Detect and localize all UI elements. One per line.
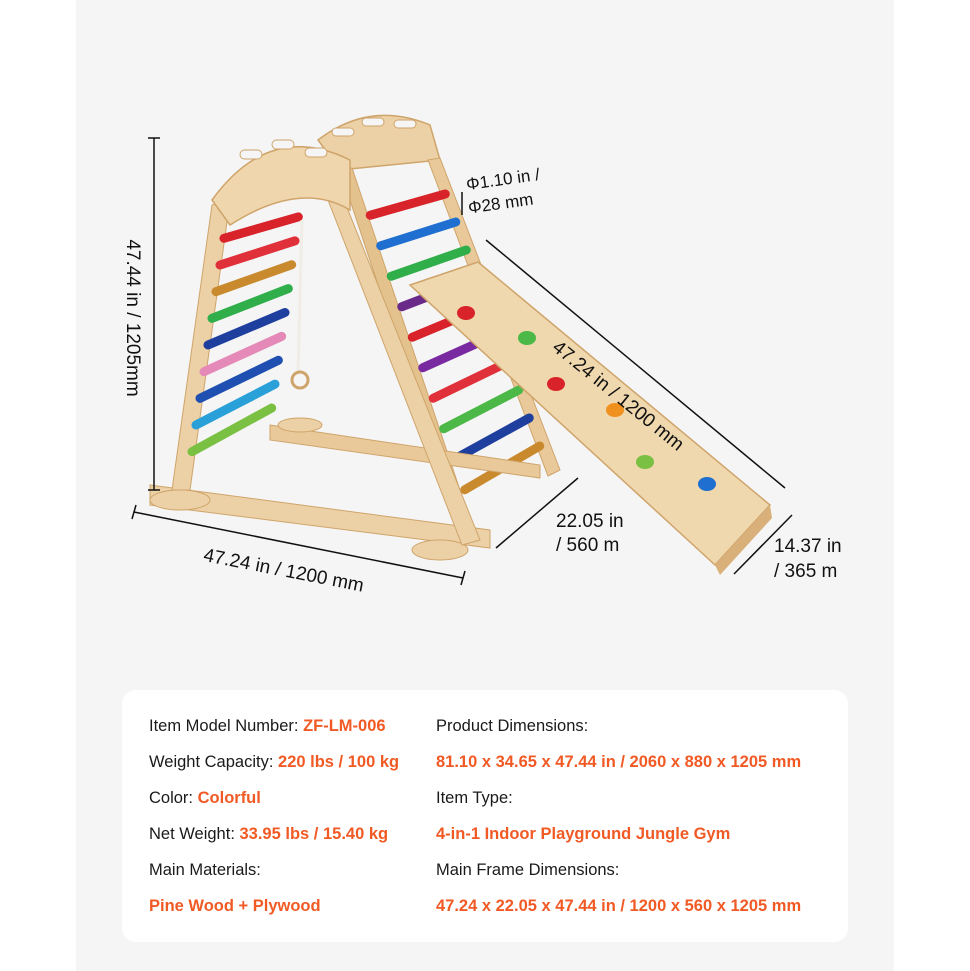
- base-bar-back: [269, 424, 541, 479]
- hold-green-2: [636, 455, 654, 469]
- rope-ring: [290, 370, 310, 390]
- ramp-width-label-line1: 14.37 in: [774, 536, 842, 557]
- ramp-edge: [715, 505, 772, 575]
- hold-orange: [606, 403, 624, 417]
- spec-frame-dim-value: 47.24 x 22.05 x 47.44 in / 1200 x 560 x …: [436, 897, 802, 915]
- spec-materials-label: Main Materials:: [149, 861, 261, 879]
- front-handle-3: [304, 147, 328, 158]
- hold-red: [457, 306, 475, 320]
- spec-color-value: Colorful: [197, 789, 261, 807]
- front-rung-2: [215, 236, 300, 270]
- hold-green-1: [518, 331, 536, 345]
- front-rung-5: [203, 308, 290, 350]
- front-rung-3: [211, 260, 297, 297]
- ramp-width-dim-line: [733, 514, 793, 575]
- back-handle-1: [331, 127, 355, 137]
- spec-model-label: Item Model Number:: [149, 717, 299, 735]
- spec-product-dim-value: 81.10 x 34.65 x 47.44 in / 2060 x 880 x …: [436, 753, 802, 771]
- front-rung-7: [195, 355, 283, 403]
- back-rung-1: [365, 189, 450, 220]
- back-rung-9: [449, 413, 534, 464]
- spec-net-weight-label: Net Weight:: [149, 825, 235, 843]
- ramp-length-dim-line: [485, 239, 786, 489]
- foot-front-left: [149, 489, 211, 511]
- width-dim-line: [133, 511, 464, 579]
- front-rung-9: [187, 403, 277, 457]
- rope: [296, 219, 304, 376]
- foot-back: [277, 417, 323, 433]
- back-handle-3: [393, 119, 417, 129]
- front-handle-2: [271, 139, 295, 150]
- depth-dim-line: [495, 477, 579, 549]
- spec-net-weight-value: 33.95 lbs / 15.40 kg: [239, 825, 389, 843]
- front-rung-4: [207, 284, 293, 323]
- spec-model: Item Model Number: ZF-LM-006: [149, 715, 386, 737]
- front-top-board: [211, 145, 351, 227]
- climbing-holds: [457, 306, 716, 491]
- front-rung-6: [199, 331, 287, 377]
- depth-label-line1: 22.05 in: [556, 511, 624, 532]
- front-rung-8: [191, 379, 280, 430]
- foot-front-right: [411, 539, 469, 561]
- hold-blue: [698, 477, 716, 491]
- front-rungs: [187, 212, 303, 457]
- back-rung-2: [376, 217, 461, 251]
- hold-red-2: [547, 377, 565, 391]
- spec-capacity: Weight Capacity: 220 lbs / 100 kg: [149, 751, 399, 773]
- depth-label-line2: / 560 m: [556, 535, 620, 556]
- spec-capacity-label: Weight Capacity:: [149, 753, 274, 771]
- back-handle-2: [361, 117, 385, 127]
- height-label: 47.44 in / 1205mm: [122, 239, 143, 397]
- spec-card: Item Model Number: ZF-LM-006 Weight Capa…: [122, 690, 848, 942]
- product-illustration: [131, 114, 793, 586]
- spec-item-type-label: Item Type:: [436, 789, 513, 807]
- front-handle-1: [239, 149, 263, 160]
- spec-capacity-value: 220 lbs / 100 kg: [278, 753, 400, 771]
- spec-model-value: ZF-LM-006: [303, 717, 386, 735]
- spec-frame-dim-label: Main Frame Dimensions:: [436, 861, 620, 879]
- dimension-lines: [131, 137, 793, 586]
- back-rung-7: [428, 357, 513, 403]
- spec-product-dim-label: Product Dimensions:: [436, 717, 589, 735]
- spec-net-weight: Net Weight: 33.95 lbs / 15.40 kg: [149, 823, 388, 845]
- back-rung-8: [439, 385, 524, 434]
- spec-color-label: Color:: [149, 789, 194, 807]
- spec-color: Color: Colorful: [149, 787, 261, 809]
- spec-item-type-value: 4-in-1 Indoor Playground Jungle Gym: [436, 825, 731, 843]
- back-rung-3: [386, 245, 471, 281]
- spec-materials-value: Pine Wood + Plywood: [149, 897, 321, 915]
- front-rung-1: [219, 212, 303, 243]
- ramp-width-label-line2: / 365 m: [774, 561, 838, 582]
